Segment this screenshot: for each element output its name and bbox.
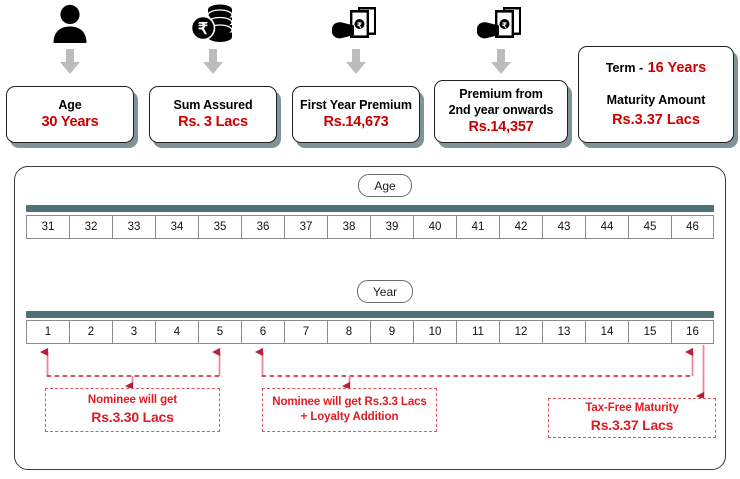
connector-arrow-first-year-premium — [292, 48, 420, 76]
age-cell: 43 — [542, 215, 585, 239]
year-cell: 12 — [499, 320, 542, 344]
year-cells-row: 1 2 3 4 5 6 7 8 9 10 11 12 13 14 15 16 — [26, 320, 714, 344]
callout-nominee-years-1-5: Nominee will get Rs.3.30 Lacs — [45, 388, 220, 432]
year-cell: 10 — [413, 320, 456, 344]
maturity-label-row: Maturity Amount — [607, 90, 706, 111]
year-cell: 9 — [370, 320, 413, 344]
connector-arrow-sum-assured — [149, 48, 277, 76]
callout-line1: Nominee will get Rs.3.3 Lacs — [272, 395, 427, 408]
top-column-age — [6, 0, 134, 76]
term-label: Term - — [605, 60, 644, 75]
age-cell: 33 — [112, 215, 155, 239]
connector-arrow-renewal-premium — [434, 48, 568, 76]
year-cell: 14 — [585, 320, 628, 344]
person-icon — [6, 0, 134, 48]
card-first-year-premium: First Year Premium Rs.14,673 — [292, 86, 420, 143]
maturity-label: Maturity Amount — [606, 92, 706, 107]
age-cell: 32 — [69, 215, 112, 239]
cash-in-hand-icon: ₹ — [292, 0, 420, 48]
callout-line1: Nominee will get — [87, 394, 178, 407]
card-sum-assured: Sum Assured Rs. 3 Lacs — [149, 86, 277, 143]
callout-line2: Rs.3.37 Lacs — [590, 417, 674, 434]
card-age-label: Age — [58, 98, 82, 113]
year-cell: 7 — [284, 320, 327, 344]
card-term-maturity: Term - 16 Years Maturity Amount Rs.3.37 … — [578, 46, 734, 143]
maturity-value-row: Rs.3.37 Lacs — [612, 110, 700, 131]
age-cell: 44 — [585, 215, 628, 239]
age-cells-row: 31 32 33 34 35 36 37 38 39 40 41 42 43 4… — [26, 215, 714, 239]
age-cell: 39 — [370, 215, 413, 239]
age-pill-label: Age — [358, 174, 412, 197]
svg-text:₹: ₹ — [198, 21, 208, 38]
card-renewal-premium-value: Rs.14,357 — [468, 119, 534, 136]
year-cell: 1 — [26, 320, 69, 344]
year-row-bar — [26, 311, 714, 318]
year-cell: 15 — [628, 320, 671, 344]
age-cell: 34 — [155, 215, 198, 239]
year-pill-text: Year — [372, 284, 398, 299]
cash-in-hand-icon: ₹ — [434, 0, 568, 48]
year-cell: 2 — [69, 320, 112, 344]
year-cell: 5 — [198, 320, 241, 344]
age-cell: 46 — [671, 215, 714, 239]
year-cell: 6 — [241, 320, 284, 344]
svg-text:₹: ₹ — [502, 21, 507, 30]
card-age-value: 30 Years — [41, 114, 99, 131]
term-row: Term - 16 Years — [606, 58, 706, 79]
card-sum-assured-value: Rs. 3 Lacs — [178, 114, 248, 131]
age-cell: 31 — [26, 215, 69, 239]
age-cell: 37 — [284, 215, 327, 239]
top-column-first-year-premium: ₹ — [292, 0, 420, 76]
callout-line2: Rs.3.30 Lacs — [91, 409, 174, 426]
age-cell: 36 — [241, 215, 284, 239]
term-value: 16 Years — [647, 59, 707, 76]
svg-text:₹: ₹ — [357, 21, 362, 30]
card-renewal-premium-label-line1: Premium from — [459, 87, 543, 102]
card-renewal-premium-label-line2: 2nd year onwards — [448, 103, 554, 118]
age-cell: 45 — [628, 215, 671, 239]
year-cell: 8 — [327, 320, 370, 344]
connector-arrow-age — [6, 48, 134, 76]
age-cell: 42 — [499, 215, 542, 239]
card-renewal-premium: Premium from 2nd year onwards Rs.14,357 — [434, 80, 568, 143]
card-age: Age 30 Years — [6, 86, 134, 143]
age-cell: 41 — [456, 215, 499, 239]
callout-tax-free-maturity: Tax-Free Maturity Rs.3.37 Lacs — [548, 398, 716, 438]
age-pill-text: Age — [374, 178, 396, 193]
maturity-value: Rs.3.37 Lacs — [612, 112, 700, 129]
top-column-sum-assured: ₹ — [149, 0, 277, 76]
callout-line2: + Loyalty Addition — [300, 411, 399, 423]
year-cell: 4 — [155, 320, 198, 344]
top-column-renewal-premium: ₹ — [434, 0, 568, 76]
age-row-bar — [26, 205, 714, 212]
year-cell: 13 — [542, 320, 585, 344]
rupee-coins-icon: ₹ — [149, 0, 277, 48]
card-first-year-premium-value: Rs.14,673 — [323, 114, 389, 131]
age-cell: 35 — [198, 215, 241, 239]
card-first-year-premium-label: First Year Premium — [300, 98, 412, 113]
callout-nominee-years-6-16: Nominee will get Rs.3.3 Lacs + Loyalty A… — [262, 388, 437, 432]
year-cell: 3 — [112, 320, 155, 344]
callout-line1: Tax-Free Maturity — [585, 402, 679, 415]
year-cell: 11 — [456, 320, 499, 344]
age-cell: 40 — [413, 215, 456, 239]
age-cell: 38 — [327, 215, 370, 239]
year-pill-label: Year — [357, 280, 413, 303]
year-cell: 16 — [671, 320, 714, 344]
card-sum-assured-label: Sum Assured — [173, 98, 253, 113]
